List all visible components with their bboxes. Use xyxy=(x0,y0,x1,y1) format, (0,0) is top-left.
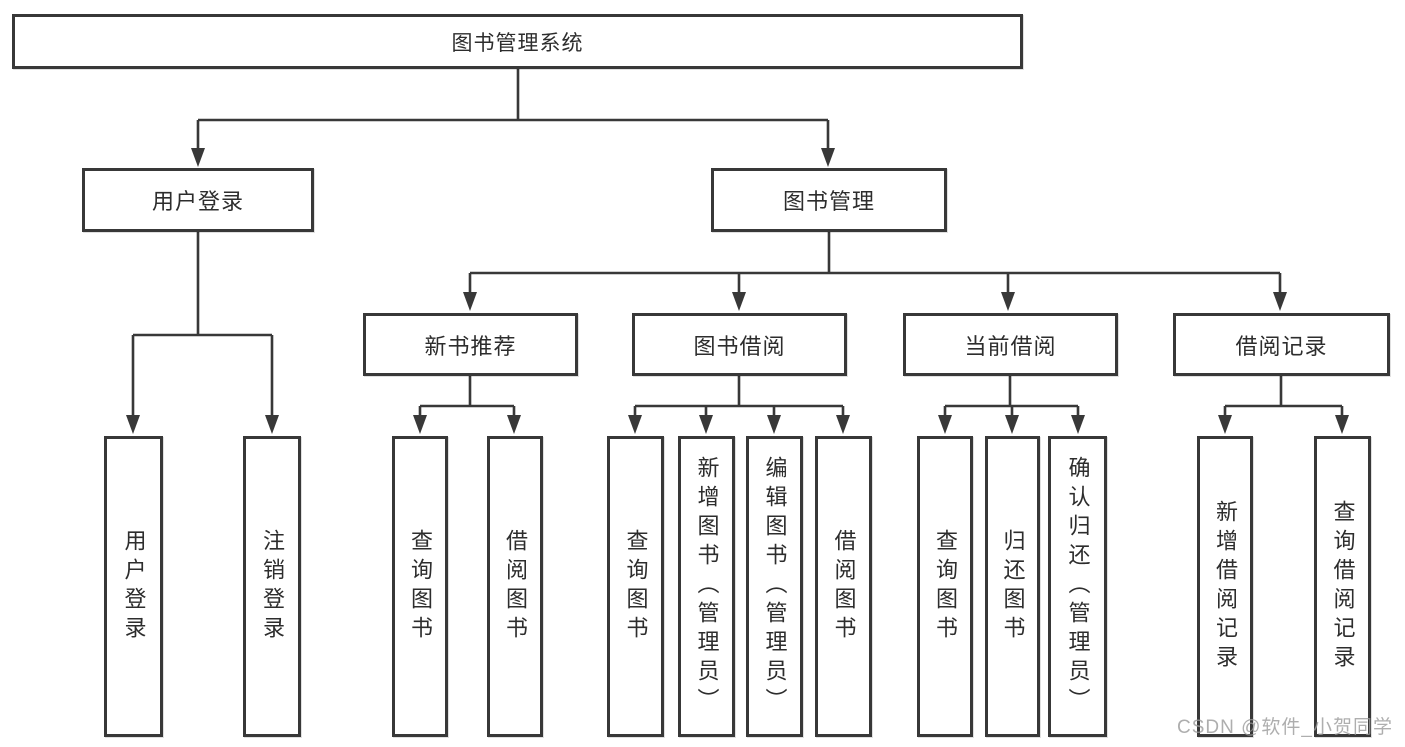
node-label: 查询借阅记录 xyxy=(1330,499,1356,674)
node-label: 图书借阅 xyxy=(693,333,786,359)
node-label: 确认归还（管理员） xyxy=(1065,456,1091,717)
leaf-add-books-admin: 新增图书（管理员） xyxy=(678,436,735,737)
arrowheads xyxy=(126,148,1349,434)
node-label: 查询图书 xyxy=(408,528,433,645)
leaf-user-login: 用户登录 xyxy=(104,436,163,737)
edge-newbook-children xyxy=(418,376,516,422)
node-label: 用户登录 xyxy=(151,189,244,214)
node-label: 借阅记录 xyxy=(1235,333,1328,359)
edge-bookmgmt-to-level3 xyxy=(468,232,1282,299)
node-label: 图书管理 xyxy=(782,189,875,214)
leaf-query-books: 查询图书 xyxy=(917,436,973,737)
leaf-borrow-books: 借阅图书 xyxy=(815,436,872,737)
node-label: 借阅图书 xyxy=(503,528,528,645)
node-label: 新书推荐 xyxy=(424,333,517,359)
edge-record-children xyxy=(1223,376,1344,422)
node-user-login: 用户登录 xyxy=(82,168,314,232)
node-label: 注销登录 xyxy=(260,528,285,645)
node-label: 新增图书（管理员） xyxy=(694,456,720,717)
node-borrow-records: 借阅记录 xyxy=(1173,313,1390,376)
leaf-query-books: 查询图书 xyxy=(607,436,664,737)
csdn-watermark: CSDN @软件_小贺同学 xyxy=(1177,717,1393,738)
leaf-query-books: 查询图书 xyxy=(392,436,448,737)
node-label: 图书管理系统 xyxy=(451,31,584,55)
node-label: 查询图书 xyxy=(623,528,649,645)
node-label: 借阅图书 xyxy=(831,528,857,645)
edge-current-children xyxy=(943,376,1080,422)
leaf-borrow-books: 借阅图书 xyxy=(487,436,543,737)
node-book-management: 图书管理 xyxy=(711,168,947,232)
node-current-borrowing: 当前借阅 xyxy=(903,313,1118,376)
node-label: 归还图书 xyxy=(1000,528,1026,645)
leaf-confirm-return-admin: 确认归还（管理员） xyxy=(1048,436,1107,737)
leaf-add-borrow-record: 新增借阅记录 xyxy=(1197,436,1253,737)
node-library-management-system: 图书管理系统 xyxy=(12,14,1023,69)
leaf-query-borrow-record: 查询借阅记录 xyxy=(1314,436,1371,737)
node-label: 查询图书 xyxy=(933,528,958,645)
edge-root-to-level2 xyxy=(196,68,830,155)
leaf-edit-books-admin: 编辑图书（管理员） xyxy=(746,436,803,737)
node-label: 用户登录 xyxy=(121,528,147,645)
edge-borrow-children xyxy=(633,376,845,422)
node-label: 新增借阅记录 xyxy=(1213,499,1238,674)
node-book-borrowing: 图书借阅 xyxy=(632,313,847,376)
leaf-return-books: 归还图书 xyxy=(985,436,1040,737)
leaf-logout: 注销登录 xyxy=(243,436,301,737)
edge-login-children xyxy=(131,232,274,422)
node-label: 编辑图书（管理员） xyxy=(762,456,788,717)
node-new-book-recommend: 新书推荐 xyxy=(363,313,578,376)
node-label: 当前借阅 xyxy=(964,333,1057,359)
